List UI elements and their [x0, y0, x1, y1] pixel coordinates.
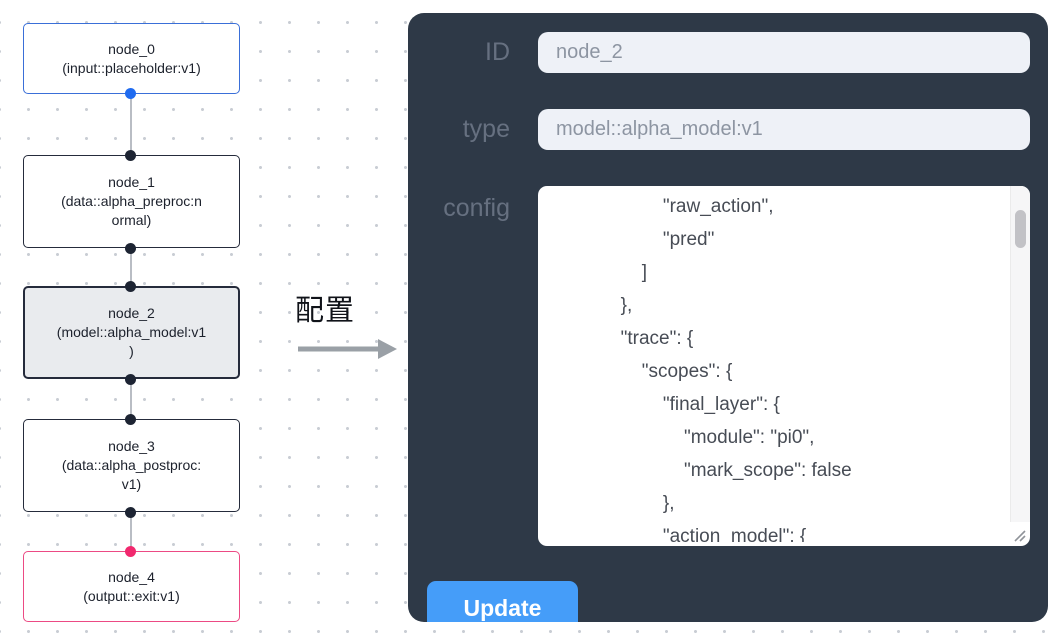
handle-node_0-out[interactable]	[125, 88, 136, 99]
id-input[interactable]	[538, 32, 1030, 73]
update-button[interactable]: Update	[427, 581, 578, 622]
configure-annotation: 配置	[295, 295, 356, 327]
right-arrow-icon	[298, 339, 397, 359]
config-field-label: config	[443, 194, 510, 222]
textarea-resize-icon[interactable]	[1009, 525, 1027, 543]
handle-node_2-out[interactable]	[125, 374, 136, 385]
handle-node_3-out[interactable]	[125, 507, 136, 518]
edge-node_2-node_3	[130, 379, 132, 419]
config-scrollbar[interactable]	[1010, 186, 1030, 522]
handle-node_3-in[interactable]	[125, 414, 136, 425]
config-textarea[interactable]: "raw_action", "pred" ] }, "trace": { "sc…	[538, 186, 1030, 546]
edge-node_0-node_1	[130, 94, 132, 155]
node-node_2-selected[interactable]: node_2 (model::alpha_model:v1 )	[23, 286, 240, 379]
edge-node_3-node_4	[130, 512, 132, 551]
node-node_3[interactable]: node_3 (data::alpha_postproc: v1)	[23, 419, 240, 512]
type-field-label: type	[462, 115, 510, 143]
handle-node_1-out[interactable]	[125, 243, 136, 254]
handle-node_1-in[interactable]	[125, 150, 136, 161]
id-field-label: ID	[485, 38, 510, 66]
node-config-panel: ID type config "raw_action", "pred" ] },…	[408, 13, 1048, 622]
handle-node_4-in[interactable]	[125, 546, 136, 557]
config-json-content: "raw_action", "pred" ] }, "trace": { "sc…	[620, 196, 852, 542]
edge-node_1-node_2	[130, 248, 132, 286]
config-scrollbar-thumb[interactable]	[1015, 210, 1026, 248]
node-node_1[interactable]: node_1 (data::alpha_preproc:n ormal)	[23, 155, 240, 248]
handle-node_2-in[interactable]	[125, 281, 136, 292]
type-input[interactable]	[538, 109, 1030, 150]
node-node_4[interactable]: node_4 (output::exit:v1)	[23, 551, 240, 622]
node-node_0[interactable]: node_0 (input::placeholder:v1)	[23, 23, 240, 94]
